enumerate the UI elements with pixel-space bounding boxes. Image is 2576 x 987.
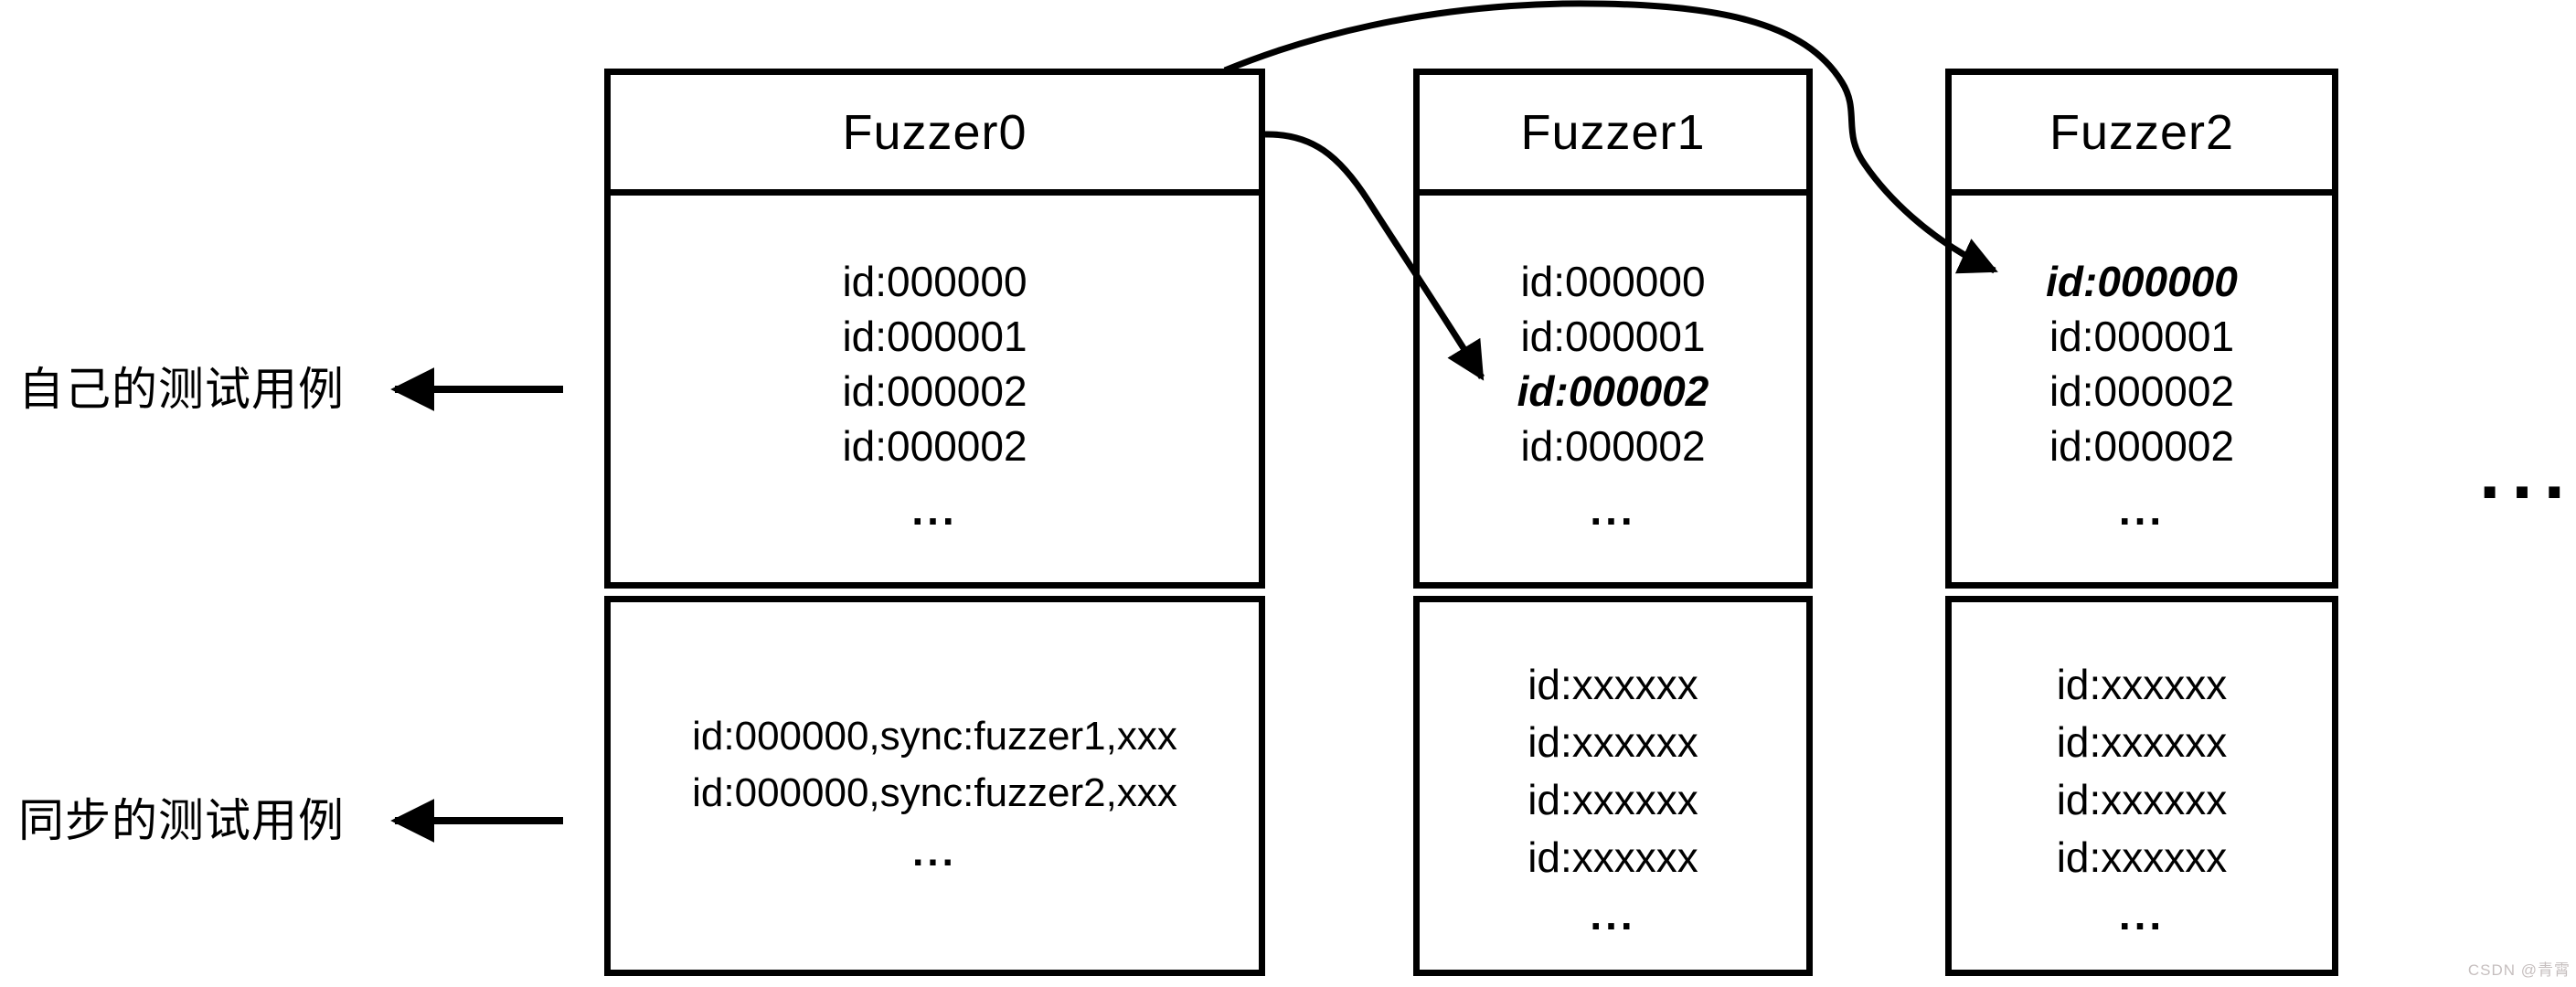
own-id-line-highlighted: id:000000 — [2046, 258, 2238, 305]
own-id-line: id:000000 — [1520, 258, 1706, 305]
sync-list-ellipsis: ... — [2118, 891, 2166, 939]
own-id-line: id:000001 — [842, 313, 1027, 360]
csdn-watermark: CSDN @青霄 — [2467, 961, 2571, 979]
own-id-line: id:000002 — [1520, 422, 1706, 470]
fuzzer1-title: Fuzzer1 — [1520, 104, 1706, 160]
own-id-line: id:000002 — [842, 422, 1027, 470]
fuzzer1-own-list: id:000000 id:000001 id:000002 id:000002 … — [1420, 196, 1806, 537]
fuzzer1-sync-list: id:xxxxxx id:xxxxxx id:xxxxxx id:xxxxxx … — [1420, 602, 1806, 944]
fuzzer1-upper-box: Fuzzer1 id:000000 id:000001 id:000002 id… — [1413, 69, 1813, 589]
fuzzer0-title: Fuzzer0 — [842, 104, 1027, 160]
own-id-line: id:000001 — [1520, 313, 1706, 360]
more-fuzzers-ellipsis: ... — [2479, 429, 2576, 515]
fuzzer0-header: Fuzzer0 — [611, 75, 1259, 196]
own-id-line: id:000002 — [842, 367, 1027, 415]
sync-list-ellipsis: ... — [1590, 891, 1636, 939]
own-id-line: id:000002 — [2049, 367, 2235, 415]
own-id-line: id:000000 — [842, 258, 1027, 305]
sync-list-ellipsis: ... — [912, 830, 957, 875]
own-list-ellipsis: ... — [911, 486, 958, 534]
own-id-line-highlighted: id:000002 — [1517, 367, 1709, 415]
sync-id-line: id:xxxxxx — [1528, 833, 1698, 881]
fuzzer2-upper-box: Fuzzer2 id:000000 id:000001 id:000002 id… — [1945, 69, 2338, 589]
fuzzer1-header: Fuzzer1 — [1420, 75, 1806, 196]
fuzzer0-own-list: id:000000 id:000001 id:000002 id:000002 … — [611, 196, 1259, 537]
sync-id-line: id:xxxxxx — [1528, 776, 1698, 823]
sync-id-line: id:xxxxxx — [2056, 718, 2228, 766]
sync-id-line: id:xxxxxx — [2056, 661, 2228, 708]
fuzzer0-upper-box: Fuzzer0 id:000000 id:000001 id:000002 id… — [604, 69, 1265, 589]
fuzzer2-header: Fuzzer2 — [1952, 75, 2332, 196]
fuzzer2-title: Fuzzer2 — [2049, 104, 2235, 160]
sync-id-line: id:xxxxxx — [1528, 661, 1698, 708]
sync-id-line: id:xxxxxx — [2056, 776, 2228, 823]
fuzzer2-own-list: id:000000 id:000001 id:000002 id:000002 … — [1952, 196, 2332, 537]
own-list-ellipsis: ... — [2118, 486, 2166, 534]
sync-id-line: id:xxxxxx — [2056, 833, 2228, 881]
fuzzer0-sync-box: id:000000,sync:fuzzer1,xxx id:000000,syn… — [604, 596, 1265, 976]
own-list-ellipsis: ... — [1590, 486, 1636, 534]
own-id-line: id:000001 — [2049, 313, 2235, 360]
sync-id-line: id:xxxxxx — [1528, 718, 1698, 766]
fuzzer2-sync-list: id:xxxxxx id:xxxxxx id:xxxxxx id:xxxxxx … — [1952, 602, 2332, 944]
sync-cases-label: 同步的测试用例 — [18, 795, 345, 846]
own-id-line: id:000002 — [2049, 422, 2235, 470]
sync-id-line: id:000000,sync:fuzzer1,xxx — [692, 714, 1177, 759]
fuzzer1-sync-box: id:xxxxxx id:xxxxxx id:xxxxxx id:xxxxxx … — [1413, 596, 1813, 976]
fuzzer0-sync-list: id:000000,sync:fuzzer1,xxx id:000000,syn… — [611, 602, 1259, 881]
fuzzer2-sync-box: id:xxxxxx id:xxxxxx id:xxxxxx id:xxxxxx … — [1945, 596, 2338, 976]
sync-id-line: id:000000,sync:fuzzer2,xxx — [692, 770, 1177, 815]
own-cases-label: 自己的测试用例 — [18, 364, 345, 415]
